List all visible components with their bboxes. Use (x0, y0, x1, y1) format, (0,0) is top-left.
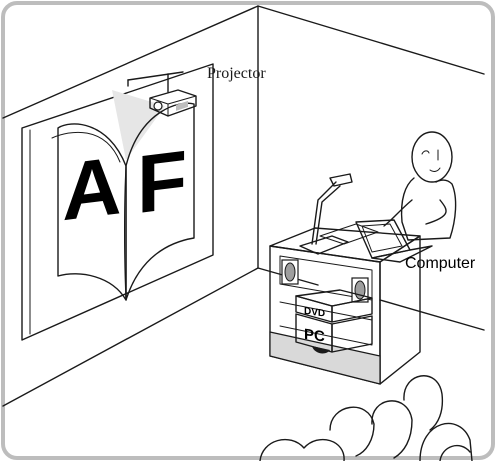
pc-label: PC (304, 326, 325, 346)
laptop-computer-icon (355, 219, 433, 263)
audience (259, 375, 473, 462)
wall-screen (21, 63, 214, 341)
screen-letter-a: A (62, 139, 121, 238)
teacher-figure (383, 131, 457, 241)
projector-label: Projector (207, 65, 266, 82)
projector-icon (149, 89, 197, 117)
projected-book (51, 102, 195, 301)
pc-tower (295, 313, 373, 353)
computer-label: Computer (405, 255, 476, 272)
speakers (281, 259, 369, 303)
ceiling-mount (127, 71, 184, 93)
dvd-player (295, 289, 373, 323)
projection-beam (112, 90, 165, 160)
document-camera-icon (299, 173, 379, 255)
screen-letter-f: F (137, 133, 187, 231)
dvd-label: DVD (304, 306, 325, 320)
room-walls (2, 5, 485, 407)
